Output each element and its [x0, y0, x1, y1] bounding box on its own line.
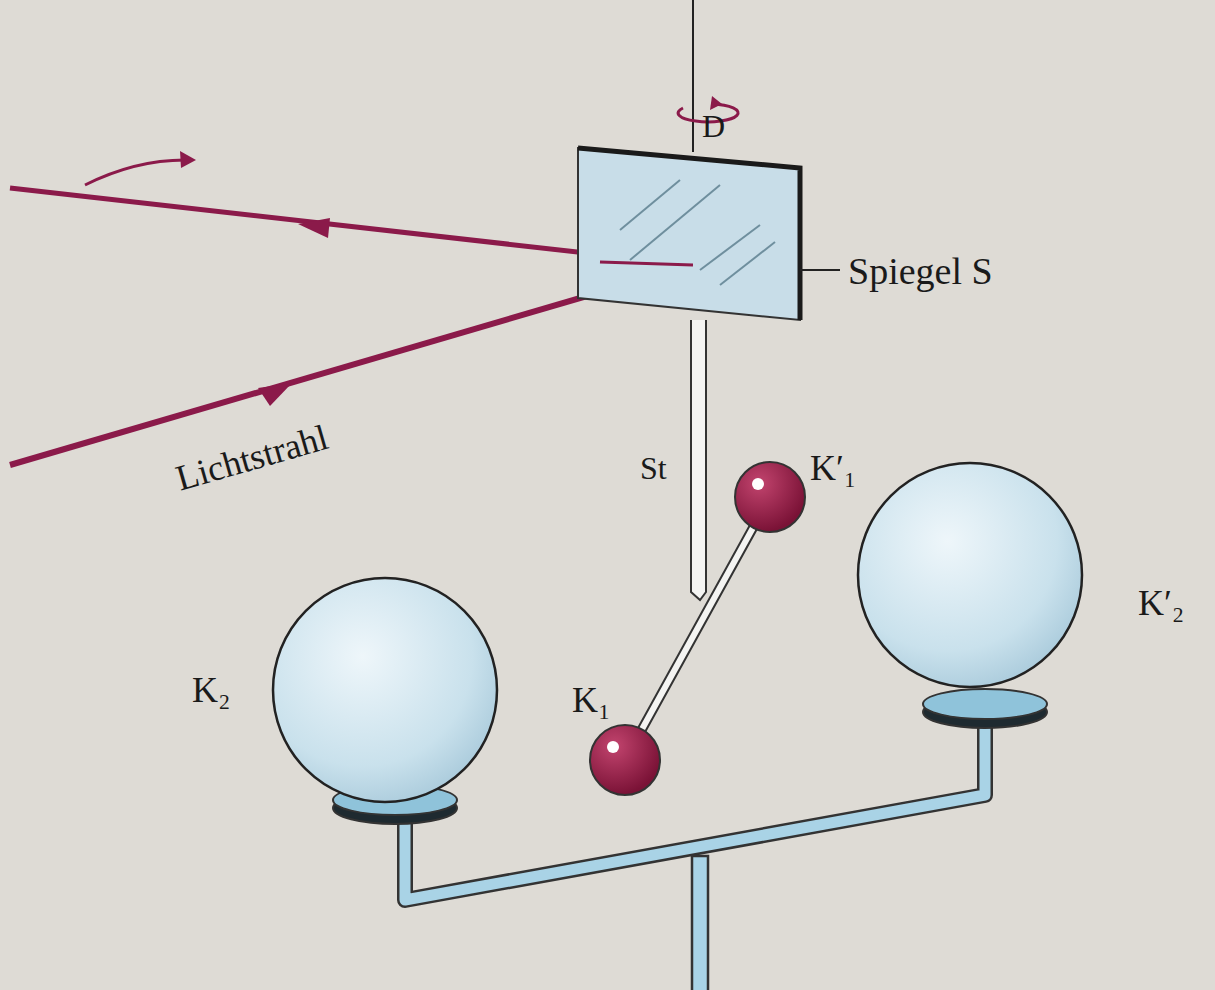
large-sphere: [273, 578, 497, 802]
stick: [691, 320, 706, 600]
beam-label: Lichtstrahl: [172, 419, 332, 497]
arrow-head: [710, 96, 722, 110]
frame-post: [692, 856, 708, 990]
highlight: [752, 478, 764, 490]
arrow-head: [180, 151, 196, 168]
sphere-holder: [923, 689, 1047, 719]
small-sphere: [590, 725, 660, 795]
sphere-label: K′₂: [1138, 585, 1184, 621]
glass-streak: [630, 185, 720, 260]
beam-on-mirror: [600, 262, 693, 265]
deflection-arrow: [85, 160, 185, 185]
mirror: [578, 148, 800, 320]
mirror-edge: [578, 148, 800, 320]
large-sphere: [858, 463, 1082, 687]
beam-arrow: [298, 218, 330, 238]
highlight: [607, 741, 619, 753]
part-label: St: [640, 452, 667, 484]
torsion-wire: [692, 0, 694, 152]
glass-streak: [720, 242, 775, 285]
sphere-label: K′₁: [810, 450, 856, 486]
small-sphere: [735, 462, 805, 532]
balance-rod: [625, 497, 770, 760]
glass-streak: [620, 180, 680, 230]
sphere-label: K₂: [192, 672, 231, 708]
leader-line: [800, 269, 840, 271]
balance-rod: [625, 497, 770, 760]
part-label: Spiegel S: [848, 252, 993, 290]
glass-streak: [700, 225, 760, 270]
sphere-label: K₁: [572, 682, 611, 718]
beam-arrow: [258, 383, 292, 406]
part-label: D: [702, 110, 725, 142]
